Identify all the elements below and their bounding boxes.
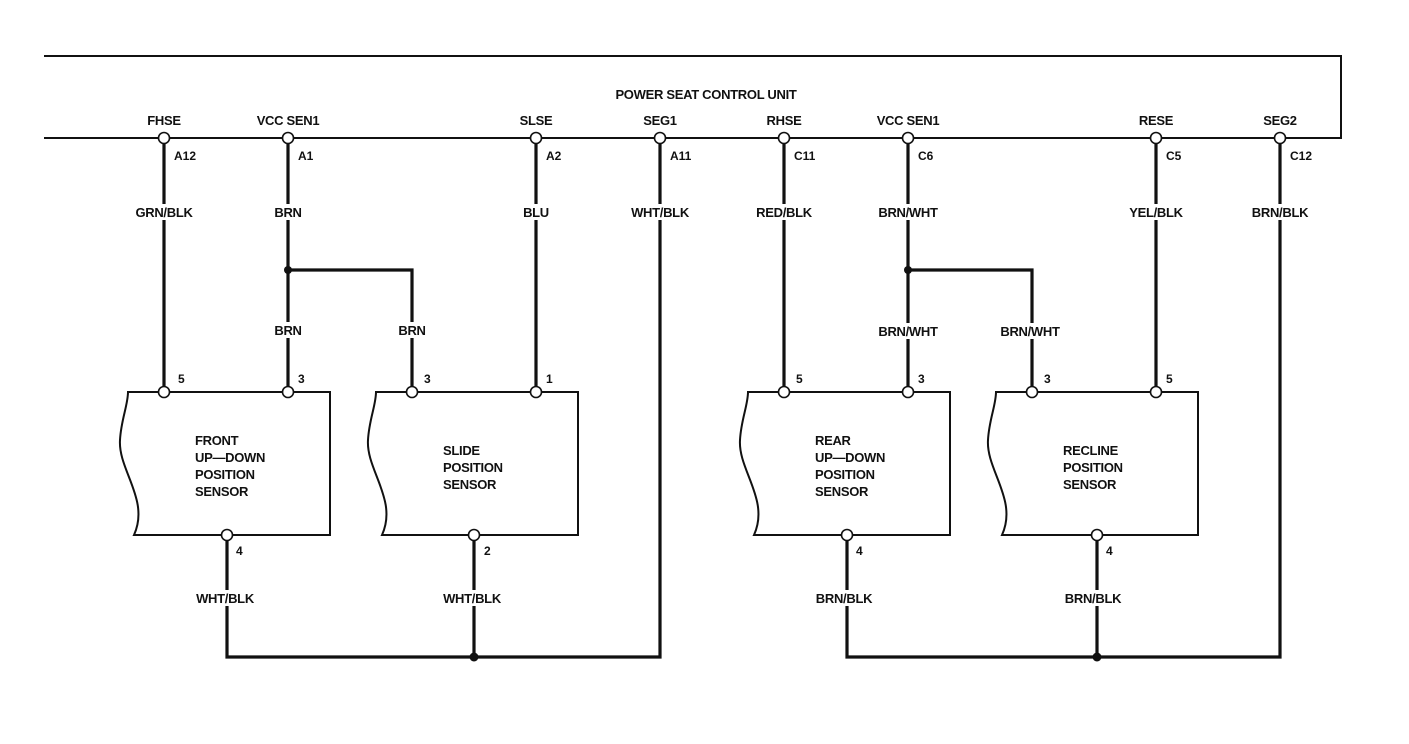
terminal xyxy=(467,528,481,542)
wire-seg1-ground xyxy=(225,141,662,659)
terminal xyxy=(281,385,295,399)
terminal-rhse xyxy=(777,131,791,145)
terminal xyxy=(405,385,419,399)
wire-label: WHT/BLK xyxy=(196,591,255,606)
control-unit-title: POWER SEAT CONTROL UNIT xyxy=(615,87,796,102)
pin-number: 5 xyxy=(796,372,803,386)
control-unit-outline xyxy=(44,55,1342,139)
wire-label: BRN xyxy=(274,323,301,338)
pin-number: 1 xyxy=(546,372,553,386)
connector-a12: A12 xyxy=(174,149,196,163)
sensor-label: SLIDE POSITION SENSOR xyxy=(443,443,506,492)
terminal xyxy=(901,385,915,399)
terminal xyxy=(1090,528,1104,542)
wire-label: GRN/BLK xyxy=(135,205,193,220)
terminal xyxy=(1149,385,1163,399)
pin-name-slse: SLSE xyxy=(520,113,553,128)
junction-dot xyxy=(469,652,479,662)
junction-dot xyxy=(904,266,912,274)
pin-name-seg1: SEG1 xyxy=(643,113,677,128)
connector-a2: A2 xyxy=(546,149,562,163)
pin-number: 4 xyxy=(1106,544,1113,558)
terminal-rese xyxy=(1149,131,1163,145)
connector-c5: C5 xyxy=(1166,149,1182,163)
wires xyxy=(162,141,1282,659)
wire-label: BRN xyxy=(274,205,301,220)
pin-name-vcc-sen1-a: VCC SEN1 xyxy=(257,113,320,128)
sensor-label: REAR UP—DOWN POSITION SENSOR xyxy=(815,433,888,499)
pin-name-vcc-sen1-c: VCC SEN1 xyxy=(877,113,940,128)
terminal xyxy=(220,528,234,542)
connector-c6: C6 xyxy=(918,149,934,163)
junction-dot xyxy=(284,266,292,274)
wire-seg2-ground xyxy=(845,141,1282,659)
pin-number: 5 xyxy=(178,372,185,386)
terminal xyxy=(1025,385,1039,399)
sensor-front: FRONT UP—DOWN POSITION SENSOR 5 3 4 xyxy=(118,372,331,558)
connector-a1: A1 xyxy=(298,149,314,163)
pin-number: 3 xyxy=(918,372,925,386)
sensor-label: FRONT UP—DOWN POSITION SENSOR xyxy=(195,433,268,499)
pin-name-rhse: RHSE xyxy=(767,113,803,128)
pin-number: 3 xyxy=(298,372,305,386)
pin-number: 3 xyxy=(1044,372,1051,386)
wire-labels: GRN/BLK BRN BLU WHT/BLK RED/BLK BRN/WHT … xyxy=(135,204,1309,606)
wire-vcc-branch-recline xyxy=(906,268,1034,389)
pin-name-seg2: SEG2 xyxy=(1263,113,1297,128)
wire-label: WHT/BLK xyxy=(631,205,690,220)
wire-label: RED/BLK xyxy=(756,205,813,220)
sensor-slide: SLIDE POSITION SENSOR 3 1 2 xyxy=(366,372,579,558)
control-unit-terminals xyxy=(157,131,1287,145)
connector-c12: C12 xyxy=(1290,149,1312,163)
sensor-recline: RECLINE POSITION SENSOR 3 5 4 xyxy=(986,372,1199,558)
wire-label: BRN/BLK xyxy=(816,591,873,606)
wire-label: BRN/BLK xyxy=(1065,591,1122,606)
wire-label: BRN/WHT xyxy=(878,205,938,220)
wire-label: BRN/BLK xyxy=(1252,205,1309,220)
sensor-box xyxy=(118,391,331,536)
terminal-seg2 xyxy=(1273,131,1287,145)
sensor-box xyxy=(366,391,579,536)
wire-vcc-branch-slide xyxy=(286,268,414,389)
pin-number: 3 xyxy=(424,372,431,386)
terminal xyxy=(157,385,171,399)
wire-label: BRN/WHT xyxy=(878,324,938,339)
sensor-rear: REAR UP—DOWN POSITION SENSOR 5 3 4 xyxy=(738,372,951,558)
terminal-vcc-a1 xyxy=(281,131,295,145)
wire-label: BRN xyxy=(398,323,425,338)
sensor-box xyxy=(738,391,951,536)
pin-number: 4 xyxy=(236,544,243,558)
terminal-seg1 xyxy=(653,131,667,145)
terminal xyxy=(840,528,854,542)
junction-dot xyxy=(1092,652,1102,662)
terminal xyxy=(777,385,791,399)
sensor-box xyxy=(986,391,1199,536)
pin-number: 2 xyxy=(484,544,491,558)
terminal-fhse xyxy=(157,131,171,145)
connector-c11: C11 xyxy=(794,149,816,163)
pin-name-fhse: FHSE xyxy=(147,113,181,128)
pin-number: 4 xyxy=(856,544,863,558)
terminal-slse xyxy=(529,131,543,145)
wire-label: BLU xyxy=(523,205,549,220)
wire-label: WHT/BLK xyxy=(443,591,502,606)
pin-number: 5 xyxy=(1166,372,1173,386)
terminal xyxy=(529,385,543,399)
sensor-label: RECLINE POSITION SENSOR xyxy=(1063,443,1126,492)
wire-label: BRN/WHT xyxy=(1000,324,1060,339)
pin-name-rese: RESE xyxy=(1139,113,1174,128)
terminal-vcc-c6 xyxy=(901,131,915,145)
wire-label: YEL/BLK xyxy=(1129,205,1183,220)
connector-a11: A11 xyxy=(670,149,692,163)
